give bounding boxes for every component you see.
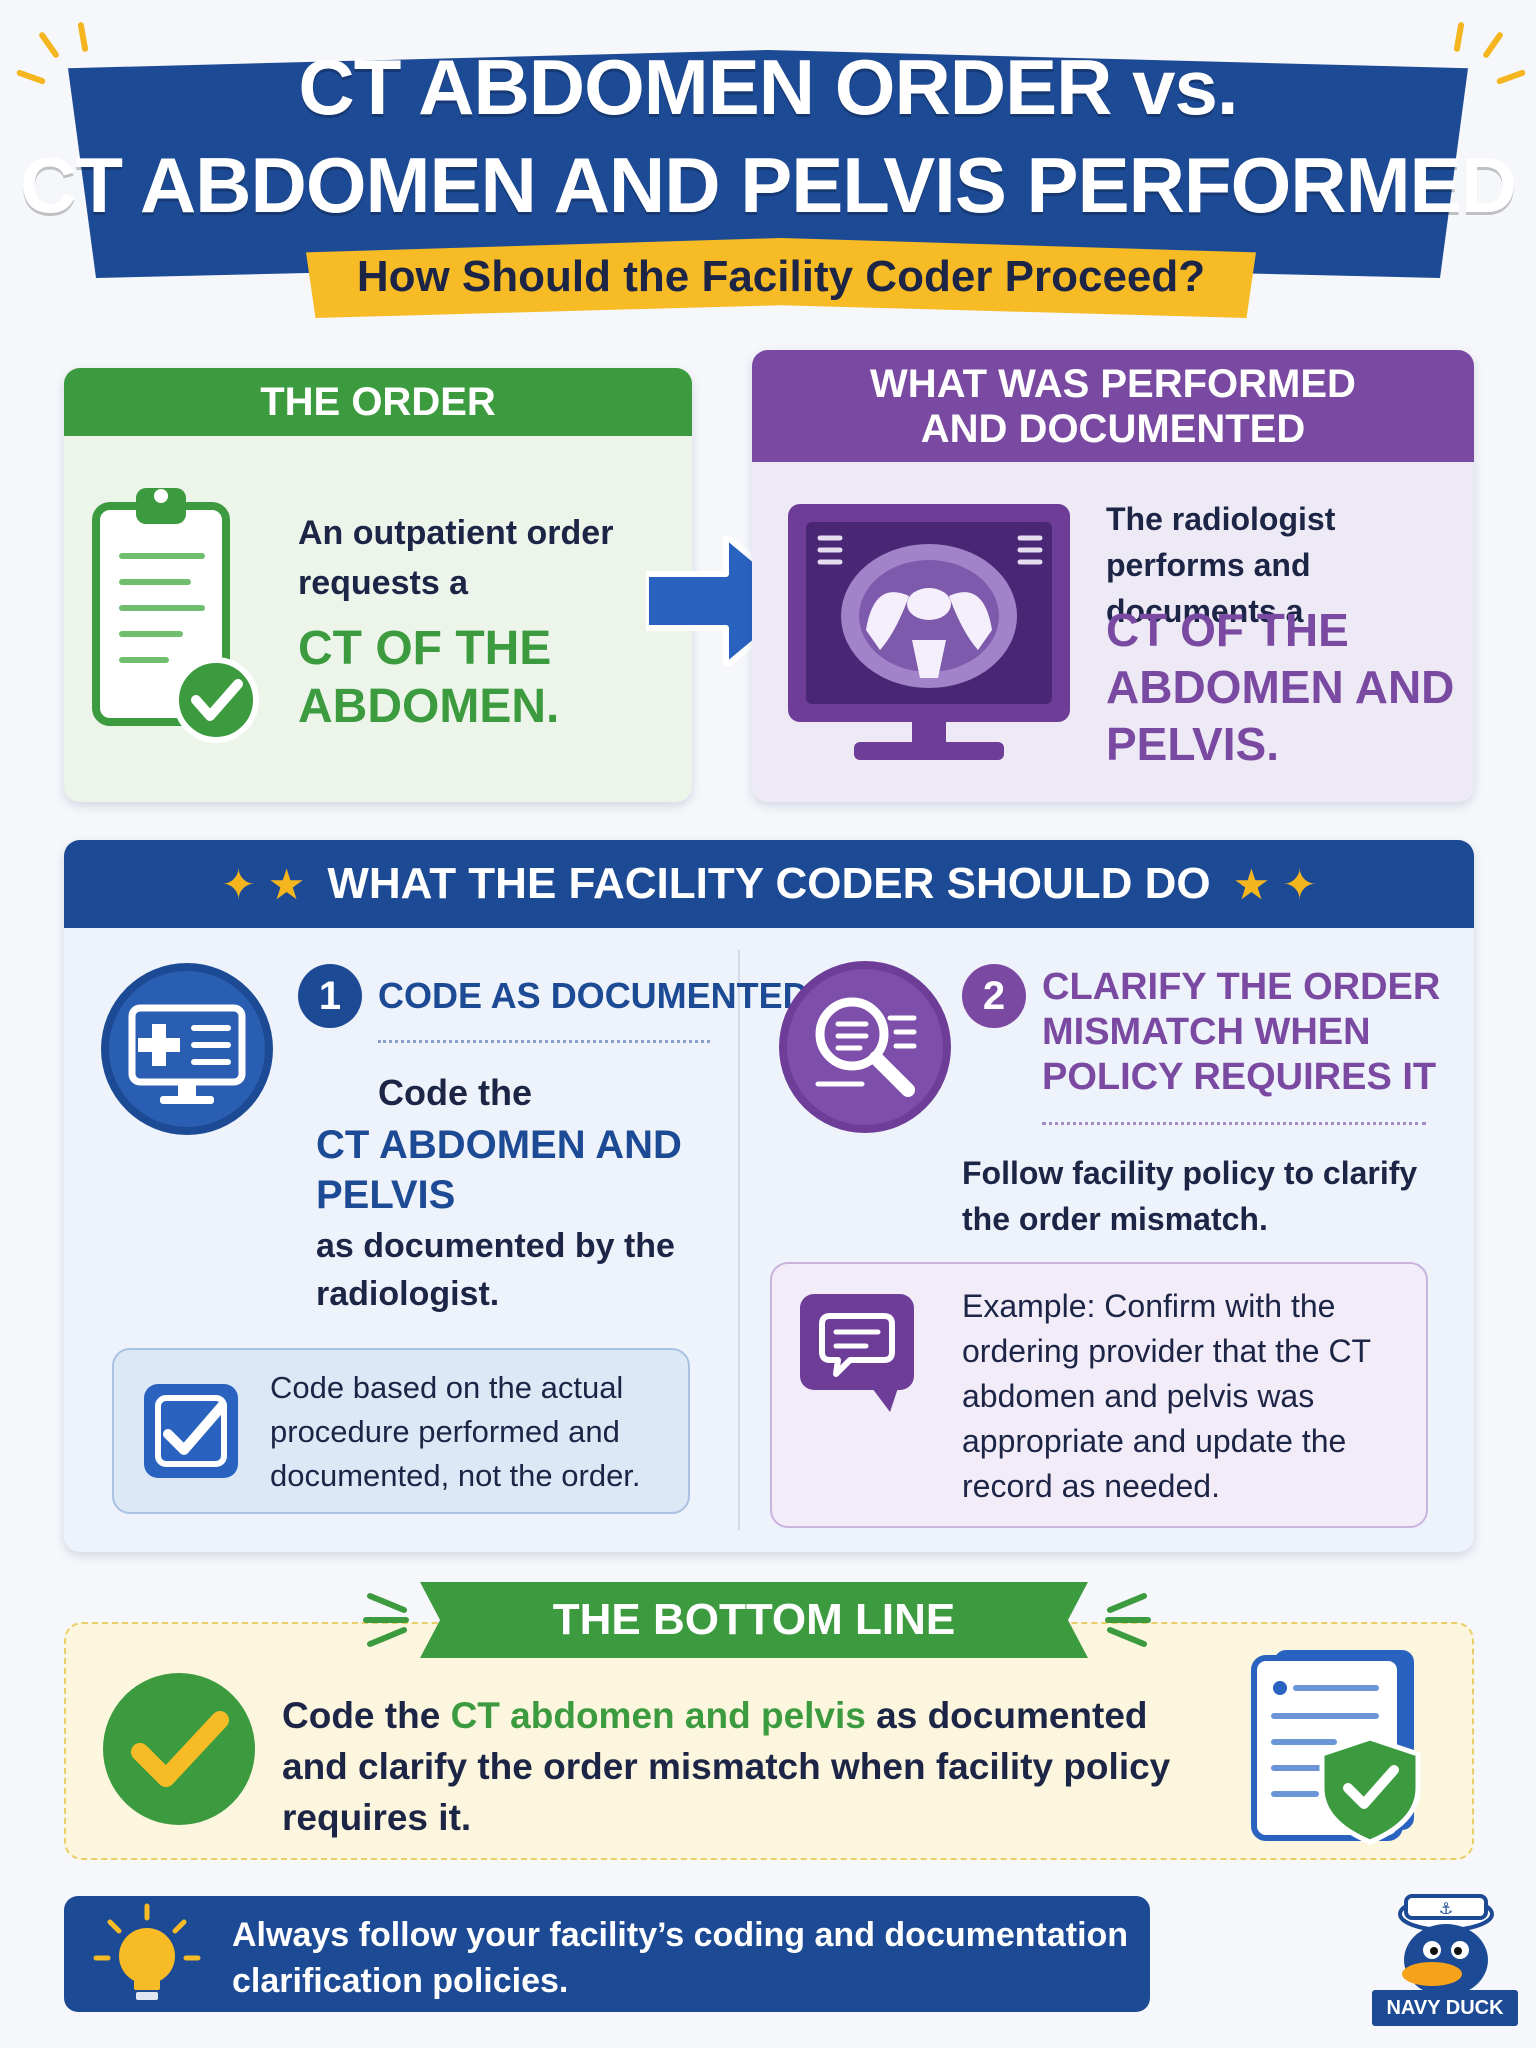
sparkle-decoration bbox=[363, 1593, 409, 1647]
performed-heading-line-1: WHAT WAS PERFORMED bbox=[870, 362, 1356, 406]
step-2-title: CLARIFY THE ORDER MISMATCH WHEN POLICY R… bbox=[1042, 966, 1441, 1098]
performed-heading-line-2: AND DOCUMENTED bbox=[920, 407, 1306, 451]
brand-label: NAVY DUCK bbox=[1372, 1990, 1518, 2026]
sparkle-decoration bbox=[1105, 1593, 1151, 1647]
page-title-line-2: CT ABDOMEN AND PELVIS PERFORMED bbox=[20, 141, 1517, 229]
checkmark-icon bbox=[103, 1673, 255, 1825]
secure-document-icon bbox=[1251, 1650, 1421, 1845]
order-card-highlight: CT OF THE ABDOMEN. bbox=[298, 622, 560, 733]
step-2-note: Example: Confirm with the ordering provi… bbox=[962, 1288, 1371, 1504]
page-title-line-1: CT ABDOMEN ORDER vs. bbox=[298, 43, 1238, 131]
page-subtitle: How Should the Facility Coder Proceed? bbox=[356, 252, 1206, 301]
performed-card-heading: WHAT WAS PERFORMED AND DOCUMENTED bbox=[752, 350, 1474, 462]
order-card-heading: THE ORDER bbox=[64, 368, 692, 436]
footer-tip-bar bbox=[64, 1896, 1150, 2012]
column-divider bbox=[738, 950, 740, 1530]
step-1-text: as documented by the radiologist. bbox=[316, 1227, 675, 1313]
performed-card-text: The radiologist performs and documents a bbox=[1106, 501, 1336, 629]
document-search-icon bbox=[779, 961, 951, 1133]
order-card-text: An outpatient order requests a bbox=[298, 514, 614, 602]
medical-monitor-icon bbox=[101, 963, 273, 1135]
subtitle-ribbon bbox=[306, 238, 1256, 318]
star-icon: ✦ ★ bbox=[220, 860, 306, 908]
navy-duck-mascot-icon: ⚓ bbox=[1398, 1894, 1494, 1996]
step-2-badge: 2 bbox=[962, 964, 1026, 1028]
step-1-lead: Code the bbox=[378, 1072, 533, 1113]
star-icon: ★ ✦ bbox=[1232, 860, 1318, 908]
coder-section-heading: ✦ ★ WHAT THE FACILITY CODER SHOULD DO ★ … bbox=[64, 840, 1474, 928]
bottom-line-text-after: as documented and clarify the order mism… bbox=[282, 1695, 1171, 1838]
checkbox-icon bbox=[144, 1384, 238, 1478]
step-2-text: Follow facility policy to clarify the or… bbox=[962, 1155, 1418, 1237]
clipboard-icon bbox=[92, 488, 259, 743]
ct-scan-monitor-icon bbox=[788, 504, 1070, 760]
lightbulb-icon bbox=[93, 1903, 201, 2000]
chat-bubble-icon bbox=[800, 1294, 914, 1412]
coder-section-title: WHAT THE FACILITY CODER SHOULD DO bbox=[327, 859, 1211, 908]
step-1-note: Code based on the actual procedure perfo… bbox=[270, 1370, 641, 1493]
bottom-line-heading: THE BOTTOM LINE bbox=[420, 1582, 1088, 1658]
step-1-title: CODE AS DOCUMENTED bbox=[378, 975, 809, 1016]
performed-card-highlight: CT OF THE ABDOMEN AND PELVIS. bbox=[1106, 604, 1455, 770]
step-2-divider bbox=[1042, 1122, 1426, 1125]
bottom-line-text-highlight: CT abdomen and pelvis bbox=[450, 1695, 866, 1736]
step-1-highlight: CT ABDOMEN AND PELVIS bbox=[316, 1123, 682, 1217]
bottom-line-text: Code the CT abdomen and pelvis as docume… bbox=[282, 1690, 1202, 1843]
step-1-divider bbox=[378, 1040, 710, 1043]
step-1-badge: 1 bbox=[298, 964, 362, 1028]
bottom-line-text-before: Code the bbox=[282, 1695, 451, 1736]
footer-tip: Always follow your facility’s coding and… bbox=[232, 1916, 1129, 2000]
svg-text:⚓: ⚓ bbox=[1439, 1899, 1453, 1918]
